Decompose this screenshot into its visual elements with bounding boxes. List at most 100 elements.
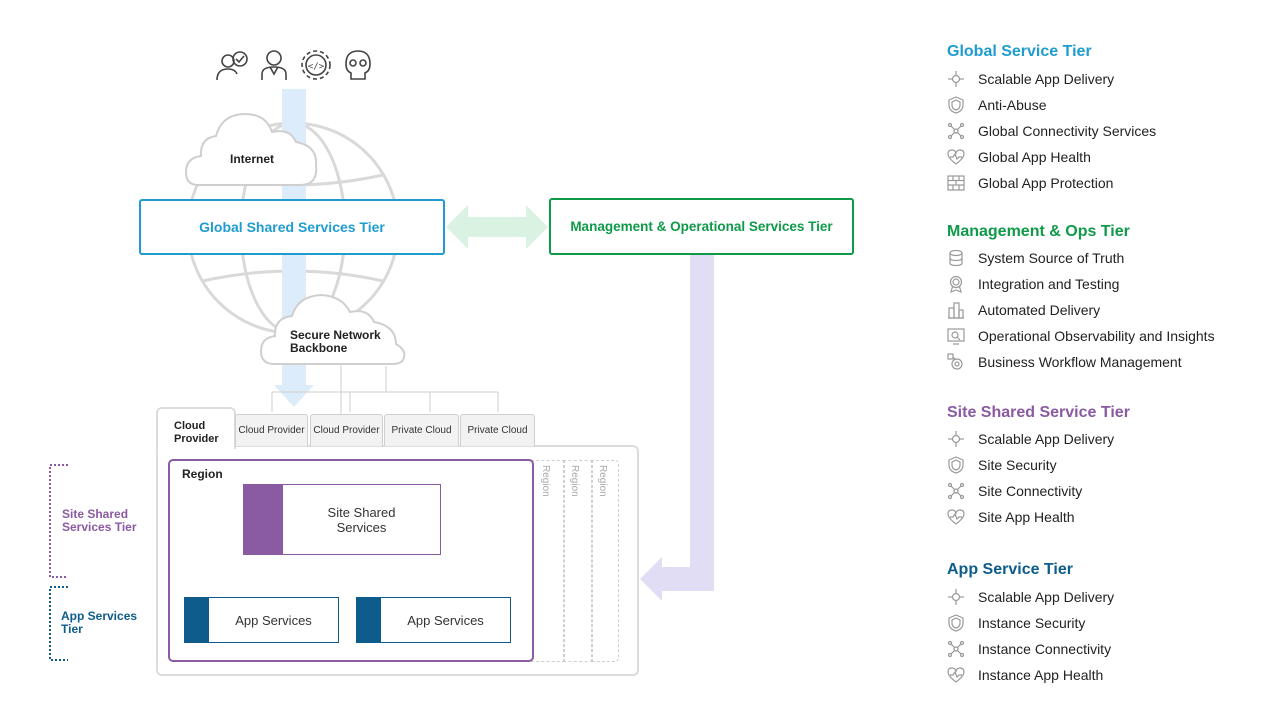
legend-item-label: Site Connectivity [978, 483, 1083, 499]
app-services-label: App Services [407, 612, 484, 628]
internet-label: Internet [230, 152, 275, 166]
legend-list-mgmt: System Source of Truth Integration and T… [947, 245, 1215, 375]
legend-item-label: Anti-Abuse [978, 97, 1047, 113]
mgmt-tier-label: Management & Operational Services Tier [570, 219, 833, 234]
network-icon [947, 640, 965, 658]
firewall-icon [947, 175, 965, 191]
backbone-label: Secure Network Backbone [290, 328, 381, 355]
legend-item: Global App Protection [947, 170, 1156, 196]
tab-label: Cloud Provider [238, 425, 305, 436]
database-icon [949, 249, 963, 267]
app-services-box-2[interactable]: App Services [381, 597, 511, 643]
workflow-icon [947, 353, 963, 370]
global-tier-label: Global Shared Services Tier [199, 219, 385, 235]
legend-item: Scalable App Delivery [947, 66, 1156, 92]
legend-item: System Source of Truth [947, 245, 1215, 271]
legend-item: Global App Health [947, 144, 1156, 170]
side-app-services-label: App Services Tier [61, 609, 138, 636]
user-icon [261, 50, 287, 80]
legend-item-label: Instance App Health [978, 667, 1104, 683]
legend-item-label: Instance Connectivity [978, 641, 1112, 657]
legend-item: Operational Observability and Insights [947, 323, 1215, 349]
site-shared-color-bar [243, 484, 283, 555]
legend-item-label: Global App Health [978, 149, 1091, 165]
legend-item-label: Business Workflow Management [978, 354, 1182, 370]
tab-label: Private Cloud [467, 425, 528, 436]
legend-item-label: Instance Security [978, 615, 1086, 631]
network-icon [947, 482, 965, 500]
legend-item-label: Operational Observability and Insights [978, 328, 1215, 344]
ghost-region-label: Region [569, 465, 580, 497]
tab-private-cloud-2[interactable]: Private Cloud [460, 414, 535, 446]
network-icon [947, 122, 965, 140]
legend-item: Site App Health [947, 504, 1114, 530]
legend-item: Scalable App Delivery [947, 584, 1114, 610]
app-services-box-1[interactable]: App Services [209, 597, 339, 643]
app-services-color-bar-1 [184, 597, 209, 643]
delivery-icon [948, 431, 964, 447]
backbone-cloud-shape [259, 293, 406, 365]
legend-item: Anti-Abuse [947, 92, 1156, 118]
delivery-icon [948, 71, 964, 87]
ghost-region-label: Region [540, 465, 551, 497]
legend-item: Site Connectivity [947, 478, 1114, 504]
legend-item-label: Scalable App Delivery [978, 71, 1115, 87]
legend-item-label: Scalable App Delivery [978, 431, 1115, 447]
legend-item: Instance Connectivity [947, 636, 1114, 662]
tab-private-cloud-1[interactable]: Private Cloud [384, 414, 459, 446]
mgmt-to-site-arrow [640, 254, 714, 601]
shield-icon [948, 96, 964, 114]
legend-title-mgmt: Management & Ops Tier [947, 223, 1130, 240]
legend-title-site: Site Shared Service Tier [947, 404, 1130, 421]
legend-item-label: Site Security [978, 457, 1057, 473]
legend-item: Site Security [947, 452, 1114, 478]
delivery-icon [948, 589, 964, 605]
legend-item-label: Site App Health [978, 509, 1075, 525]
legend-item: Business Workflow Management [947, 349, 1215, 375]
management-ops-tier[interactable]: Management & Operational Services Tier [549, 198, 854, 255]
tab-label: Private Cloud [391, 425, 452, 436]
tab-cloud-provider-2[interactable]: Cloud Provider [310, 414, 383, 446]
tier-link-arrow [446, 205, 548, 249]
legend-list-global: Scalable App Delivery Anti-Abuse Global … [947, 66, 1156, 196]
side-site-shared-label: Site Shared Services Tier [62, 507, 137, 534]
heart-icon [947, 509, 965, 525]
badge-icon [949, 275, 963, 293]
shield-icon [948, 456, 964, 474]
svg-text:</>: </> [308, 62, 325, 72]
legend-item-label: Global App Protection [978, 175, 1114, 191]
internet-cloud-shape [184, 112, 318, 186]
legend-title-app: App Service Tier [947, 561, 1073, 578]
legend-item: Instance Security [947, 610, 1114, 636]
region-label: Region [182, 467, 223, 481]
monitor-icon [947, 328, 965, 345]
legend-list-site: Scalable App Delivery Site Security Site… [947, 426, 1114, 530]
legend-item: Global Connectivity Services [947, 118, 1156, 144]
legend-item-label: Integration and Testing [978, 276, 1120, 292]
legend-item-label: Scalable App Delivery [978, 589, 1115, 605]
side-brackets [49, 464, 68, 661]
buildings-icon [948, 302, 964, 319]
ghost-region-label: Region [597, 465, 608, 497]
legend-item-label: Automated Delivery [978, 302, 1101, 318]
global-shared-services-tier[interactable]: Global Shared Services Tier [139, 199, 445, 255]
tab-label: Cloud Provider [313, 425, 380, 436]
legend-item: Instance App Health [947, 662, 1114, 688]
cloud-provider-label: Cloud Provider [174, 420, 219, 445]
skull-icon [345, 50, 371, 80]
gear-bot-icon: </> [301, 50, 331, 80]
tab-cloud-provider-1[interactable]: Cloud Provider [235, 414, 308, 446]
app-services-label: App Services [235, 612, 312, 628]
legend-item: Scalable App Delivery [947, 426, 1114, 452]
users-group: </> [216, 50, 371, 81]
heart-icon [947, 667, 965, 683]
ghost-region-2 [563, 460, 593, 662]
app-services-color-bar-2 [356, 597, 381, 643]
ghost-region-3 [591, 460, 619, 662]
cloud-provider-tab[interactable]: Cloud Provider [156, 407, 236, 449]
verified-user-icon [216, 51, 248, 81]
heart-icon [947, 149, 965, 165]
site-shared-services-box[interactable]: Site Shared Services [283, 484, 441, 555]
site-shared-services-label: Site Shared Services [327, 504, 396, 535]
